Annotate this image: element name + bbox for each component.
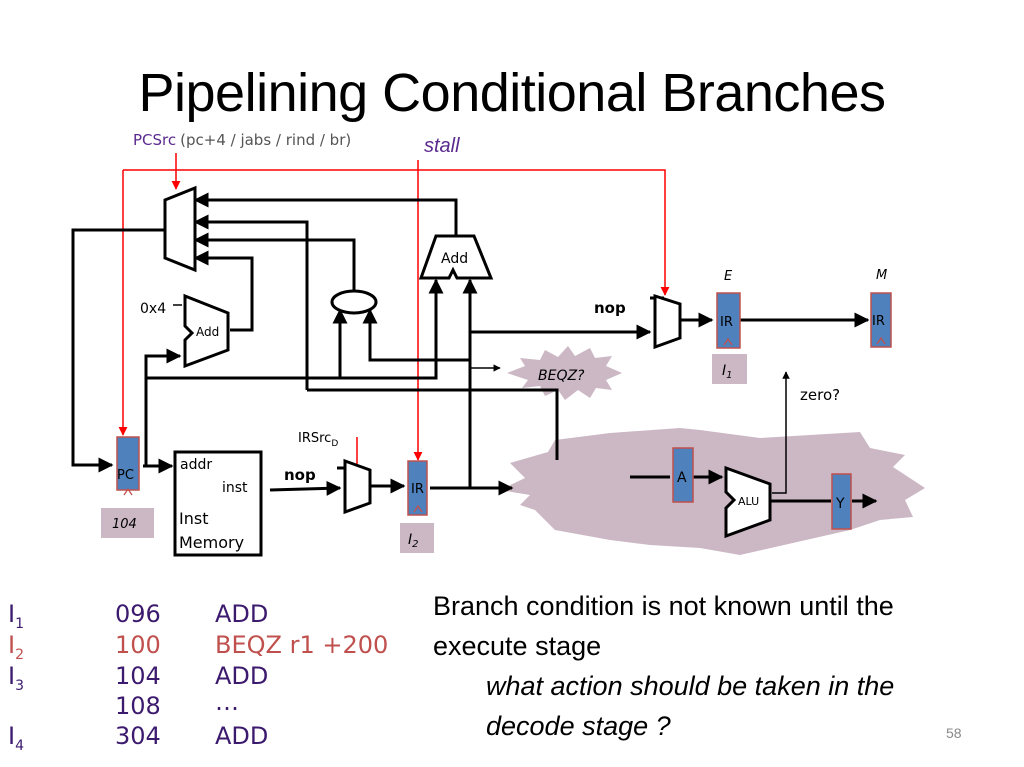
page-number: 58 [946, 725, 962, 741]
decode-instr-box [400, 523, 434, 553]
pcsrc-label: PCSrc(pc+4 / jabs / rind / br) [133, 131, 351, 149]
imem-inst-label: inst [222, 480, 248, 496]
decode-question-line2: decode stage ? [486, 711, 671, 741]
a-register [672, 447, 694, 503]
clock-icon [123, 487, 133, 496]
clock-icon [723, 337, 733, 346]
imem-name-line1: Inst [179, 509, 208, 528]
beqz-label: BEQZ? [538, 368, 585, 384]
pc-register-label: PC [117, 468, 134, 483]
exec-ir-register [716, 292, 741, 349]
branch-adder-label: Add [441, 251, 468, 267]
alu-label: ALU [738, 495, 759, 508]
exec-stage-label: E [724, 269, 733, 284]
irsrc-label: IRSrcD [298, 431, 338, 449]
pc-mux-to-pc-wire [71, 228, 165, 473]
decode-nop-label: nop [284, 466, 316, 484]
stall-label: stall [424, 135, 460, 157]
execute-stage-cloud [500, 428, 925, 555]
pc-increment-adder [183, 293, 230, 369]
program-row: I2 [8, 631, 24, 663]
jabs-to-exec-wire [307, 388, 559, 460]
program-instruction: ADD [215, 722, 269, 750]
imem-addr-label: addr [180, 457, 212, 473]
program-address: 100 [115, 631, 161, 659]
exec-ir-label: IR [720, 315, 733, 330]
slide-title: Pipelining Conditional Branches [138, 63, 887, 123]
zero-test-label: zero? [800, 386, 840, 404]
decode-ir-mux [343, 458, 372, 515]
const-4-label: 0x4 [140, 301, 166, 317]
y-register-label: Y [835, 496, 845, 512]
branch-note-line1: Branch condition is not known until the [433, 591, 894, 621]
control-wires [118, 153, 670, 466]
branch-note: Branch condition is not known until the … [433, 586, 894, 666]
stall-to-exec-mux-wire [123, 169, 670, 296]
program-row: I4 [8, 722, 24, 754]
exec-instr-box [712, 354, 747, 384]
branch-target-wire [193, 192, 458, 237]
branch-note-line2: execute stage [433, 631, 602, 661]
program-instruction: ADD [215, 662, 269, 690]
exec-nop-label: nop [594, 299, 626, 317]
decode-question: what action should be taken in the decod… [486, 666, 894, 746]
program-row: I1 [8, 600, 24, 632]
pc-adder-label: Add [196, 325, 219, 339]
program-instruction: … [215, 688, 239, 716]
mem-stage-label: M [876, 268, 887, 283]
alu-zero-wire [772, 371, 790, 494]
beqz-burst [507, 346, 622, 400]
pc-value: 104 [112, 517, 137, 532]
decode-question-line1: what action should be taken in the [486, 671, 895, 701]
a-register-label: A [677, 470, 687, 486]
pc-to-adder-wire [144, 348, 182, 466]
decode-ir-register [407, 460, 428, 516]
clock-icon [876, 336, 886, 345]
pc-plus4-wire [193, 250, 254, 332]
instruction-memory [173, 450, 263, 557]
exec-ir-mux [653, 293, 682, 350]
data-wires [71, 192, 878, 509]
mem-ir-register [870, 292, 892, 348]
alu [724, 465, 772, 539]
jabs-wire [193, 214, 309, 390]
program-instruction: ADD [215, 600, 269, 628]
decode-instr-id: I2 [408, 532, 419, 550]
program-row: I3 [8, 662, 24, 694]
exec-instr-id: I1 [722, 363, 733, 381]
pc-select-mux [163, 185, 197, 273]
program-address: 096 [115, 600, 161, 628]
branch-target-adder [418, 234, 494, 280]
imem-to-mux-wire [269, 480, 342, 496]
rind-wire [193, 232, 356, 292]
pc-value-box [101, 508, 154, 538]
program-address: 108 [115, 692, 161, 720]
pc-to-branch-adder-wire [146, 278, 444, 380]
program-instruction: BEQZ r1 +200 [215, 631, 389, 659]
y-register [831, 473, 852, 530]
imem-name-line2: Memory [179, 533, 244, 552]
ir-to-ellipse-wire [362, 308, 470, 362]
program-address: 104 [115, 662, 161, 690]
decode-ir-label: IR [411, 482, 424, 497]
program-address: 304 [115, 722, 161, 750]
register-indirect-unit [330, 289, 378, 315]
mem-ir-label: IR [872, 314, 885, 329]
clock-icon [413, 504, 423, 513]
